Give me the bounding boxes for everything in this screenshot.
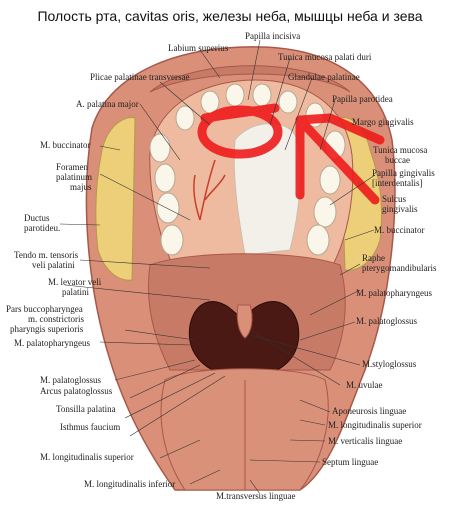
- label-papilla-gingivalis-1: Papilla gingivalis: [372, 168, 435, 178]
- label-tunica-mucosa-palati-duri: Tunica mucosa palati duri: [278, 52, 372, 62]
- label-m-palatoglossus-left: M. palatoglossus: [40, 375, 102, 385]
- label-papilla-parotidea: Papilla parotidea: [332, 94, 393, 104]
- label-m-longitudinalis-superior-left: M. longitudinalis superior: [40, 452, 134, 462]
- label-margo-gingivalis: Margo gingivalis: [352, 117, 414, 127]
- label-glandulae-palatinae: Glandulae palatinae: [288, 72, 360, 82]
- label-m-levator-veli-2: palatini: [62, 287, 89, 297]
- leader-lines: [59, 39, 376, 495]
- label-foramen-3: majus: [70, 182, 92, 192]
- label-m-levator-veli-1: M. levator veli: [48, 277, 102, 287]
- label-pars-bucco-3: pharyngis superioris: [10, 324, 84, 334]
- label-pars-bucco-2: m. constrictoris: [28, 314, 84, 324]
- label-m-palatopharyngeus-left: M. palatopharyngeus: [14, 338, 90, 348]
- label-isthmus-faucium: Isthmus faucium: [60, 422, 121, 432]
- label-m-palatopharyngeus-right: M. palatopharyngeus: [356, 288, 432, 298]
- label-sulcus-gingivalis-1: Sulcus: [382, 194, 407, 204]
- label-plicae-palatinae-transversae: Plicae palatinae transversae: [90, 72, 190, 82]
- label-foramen-2: palatinum: [56, 172, 92, 182]
- label-m-transversus-linguae: M.transversus linguae: [216, 491, 296, 501]
- label-m-longitudinalis-superior-right: M. longitudinalis superior: [328, 420, 422, 430]
- label-m-buccinator-left: M. buccinator: [40, 140, 91, 150]
- label-raphe-2: pterygomandibularis: [362, 263, 437, 273]
- label-ductus-parotideus-2: parotideu.: [24, 223, 61, 233]
- label-labium-superius: Labium superius: [168, 43, 229, 53]
- uvula: [236, 304, 253, 339]
- red-annotation-marks: [197, 103, 385, 205]
- label-ductus-parotideus-1: Ductus: [24, 213, 50, 223]
- label-aponeurosis-linguae: Aponeurosis linguae: [332, 406, 407, 416]
- label-arcus-palatoglossus: Arcus palatoglossus: [40, 386, 113, 396]
- label-a-palatina-major: A. palatina major: [76, 99, 139, 109]
- label-m-palatoglossus-right: M. palatoglossus: [356, 316, 418, 326]
- label-foramen-1: Foramen: [56, 162, 88, 172]
- label-papilla-incisiva: Papilla incisiva: [245, 31, 301, 41]
- label-raphe-1: Raphe: [362, 253, 385, 263]
- label-m-longitudinalis-inferior: M. longitudinalis inferior: [84, 479, 176, 489]
- label-septum-linguae: Septum linguae: [322, 457, 379, 467]
- upper-lip: [149, 65, 351, 93]
- left-buccal-fat: [95, 116, 136, 281]
- label-m-buccinator-right: M. buccinator: [374, 225, 425, 235]
- label-m-styloglossus: M.styloglossus: [362, 359, 417, 369]
- page-title: Полость рта, cavitas oris, железы неба, …: [37, 8, 423, 24]
- palatine-artery: [193, 159, 226, 221]
- label-m-uvulae: M. uvulae: [346, 380, 383, 390]
- label-tendo-m-tensoris-1: Tendo m. tensoris: [14, 250, 79, 260]
- label-pars-bucco-1: Pars buccopharyngea: [6, 304, 83, 314]
- label-sulcus-gingivalis-2: gingivalis: [382, 204, 418, 214]
- label-m-verticalis-linguae: M. verticalis linguae: [328, 436, 403, 446]
- label-tendo-m-tensoris-2: veli palatini: [32, 260, 75, 270]
- label-tunica-mucosa-buccae-2: buccae: [385, 155, 410, 165]
- label-tonsilla-palatina: Tonsilla palatina: [56, 404, 116, 414]
- label-tunica-mucosa-buccae-1: Tunica mucosa: [373, 145, 428, 155]
- label-papilla-gingivalis-2: [interdentalis]: [372, 178, 423, 188]
